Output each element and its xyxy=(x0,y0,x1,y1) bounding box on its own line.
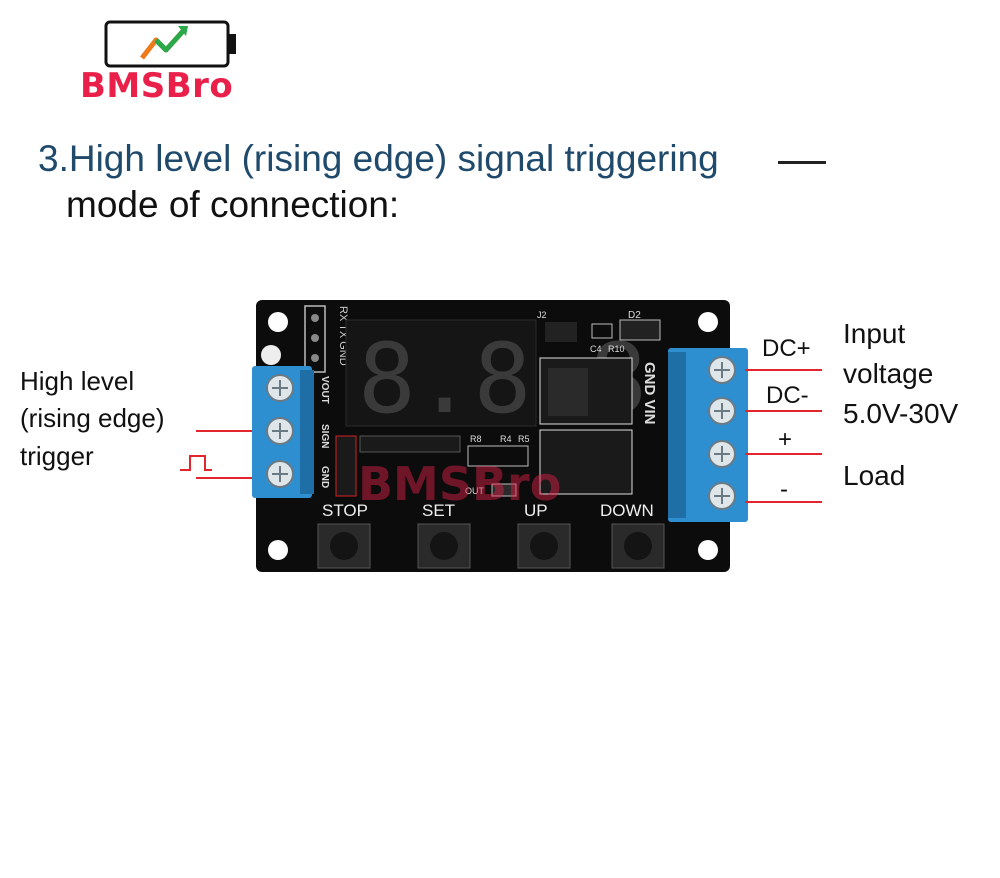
smd-parts xyxy=(591,323,613,339)
silk-r8: R8 xyxy=(470,434,482,444)
input-label-line-2: voltage xyxy=(843,358,934,389)
left-wires xyxy=(196,430,262,479)
silk-r5: R5 xyxy=(518,434,530,444)
terminal-label-gnd-vin: GND VIN xyxy=(641,362,658,425)
label-up: UP xyxy=(524,501,548,520)
watermark: BMSBro xyxy=(358,457,561,511)
dc-minus-label: DC- xyxy=(766,382,809,409)
diode xyxy=(619,319,661,341)
pulse-icon xyxy=(180,455,212,471)
brand-name: BMSBro xyxy=(80,66,234,106)
load-label: Load xyxy=(843,460,906,491)
display-digits: 8.8.8. xyxy=(358,323,705,435)
trigger-label-line-2: (rising edge) xyxy=(20,403,165,433)
terminal-label-vout: VOUT xyxy=(319,376,330,404)
load-minus-label: - xyxy=(780,476,788,503)
terminal-label-gnd: GND xyxy=(319,466,330,488)
silk-out: OUT xyxy=(465,486,485,496)
trigger-label-line-3: trigger xyxy=(20,441,94,471)
silk-r4: R4 xyxy=(500,434,512,444)
silk-j2: J2 xyxy=(537,310,547,320)
brand-logo xyxy=(104,20,236,68)
label-stop: STOP xyxy=(322,501,368,520)
chip-j2 xyxy=(545,322,577,342)
seven-segment-display xyxy=(345,319,537,427)
tactile-buttons xyxy=(317,523,665,569)
right-wires xyxy=(745,369,822,503)
trigger-label-line-1: High level xyxy=(20,366,135,396)
mounting-holes xyxy=(268,312,718,560)
led-out xyxy=(491,483,517,497)
silk-c4: C4 xyxy=(590,344,602,354)
terminal-label-sign: SIGN xyxy=(319,424,330,448)
label-down: DOWN xyxy=(600,501,654,520)
heading-line-2: mode of connection: xyxy=(66,184,400,225)
smd-left xyxy=(335,435,357,497)
input-label-line-1: Input xyxy=(843,318,906,349)
dc-plus-label: DC+ xyxy=(762,335,811,362)
silk-r10: R10 xyxy=(608,344,625,354)
header-pins xyxy=(304,305,326,373)
battery-icon xyxy=(104,20,236,68)
logo-z-icon xyxy=(261,345,281,365)
label-set: SET xyxy=(422,501,455,520)
mosfet-bottom xyxy=(539,429,633,495)
load-plus-label: + xyxy=(778,426,793,453)
silk-d2: D2 xyxy=(628,310,641,321)
heading-dash xyxy=(778,161,826,164)
input-label-line-3: 5.0V-30V xyxy=(843,398,959,429)
heading-line-1: 3.High level (rising edge) signal trigge… xyxy=(38,138,719,179)
right-terminal-block xyxy=(668,348,748,522)
